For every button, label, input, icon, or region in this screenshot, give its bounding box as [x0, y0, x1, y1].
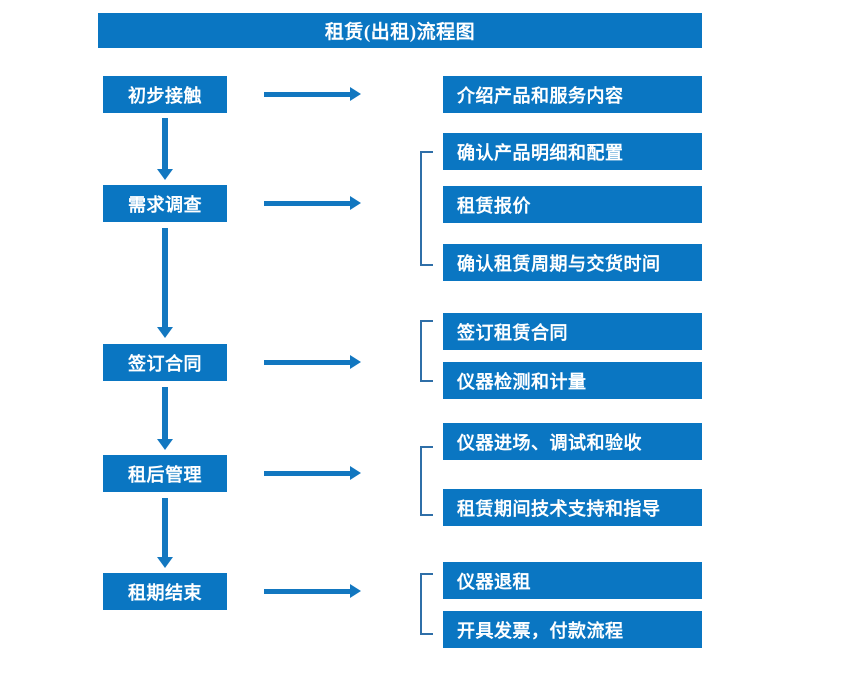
bracket-group-5: [420, 573, 433, 635]
horizontal-arrow-1: [264, 87, 361, 101]
stage-box-2[interactable]: 需求调查: [103, 185, 227, 222]
vertical-arrow-1-to-2: [157, 118, 173, 180]
detail-box-2-2[interactable]: 租赁报价: [443, 186, 702, 223]
horizontal-arrow-4: [264, 466, 361, 480]
detail-box-5-2[interactable]: 开具发票，付款流程: [443, 611, 702, 648]
horizontal-arrow-3: [264, 355, 361, 369]
detail-box-3-2[interactable]: 仪器检测和计量: [443, 362, 702, 399]
detail-box-2-3[interactable]: 确认租赁周期与交货时间: [443, 244, 702, 281]
detail-box-4-2[interactable]: 租赁期间技术支持和指导: [443, 489, 702, 526]
stage-box-5[interactable]: 租期结束: [103, 573, 227, 610]
detail-box-1-1[interactable]: 介绍产品和服务内容: [443, 76, 702, 113]
detail-box-3-1[interactable]: 签订租赁合同: [443, 313, 702, 350]
bracket-group-4: [420, 446, 433, 516]
diagram-title-banner: 租赁(出租)流程图: [98, 13, 702, 48]
vertical-arrow-4-to-5: [157, 498, 173, 568]
horizontal-arrow-2: [264, 196, 361, 210]
detail-box-2-1[interactable]: 确认产品明细和配置: [443, 133, 702, 170]
horizontal-arrow-5: [264, 584, 361, 598]
stage-box-3[interactable]: 签订合同: [103, 344, 227, 381]
bracket-group-2: [420, 151, 433, 266]
bracket-group-3: [420, 320, 433, 382]
vertical-arrow-3-to-4: [157, 387, 173, 450]
detail-box-5-1[interactable]: 仪器退租: [443, 562, 702, 599]
stage-box-4[interactable]: 租后管理: [103, 455, 227, 492]
vertical-arrow-2-to-3: [157, 228, 173, 338]
detail-box-4-1[interactable]: 仪器进场、调试和验收: [443, 423, 702, 460]
stage-box-1[interactable]: 初步接触: [103, 76, 227, 113]
